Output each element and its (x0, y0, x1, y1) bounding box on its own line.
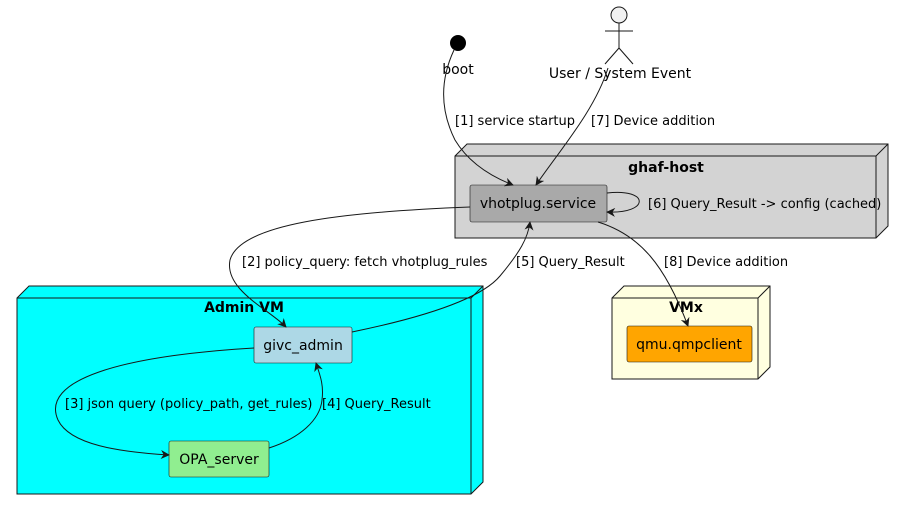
edge-8-label: [8] Device addition (664, 255, 788, 270)
admin-vm-title: Admin VM (204, 300, 284, 316)
edge-5-label: [5] Query_Result (516, 255, 625, 270)
edge-1-service-startup: [1] service startup (443, 49, 575, 187)
component-opa-server: OPA_server (168, 440, 270, 478)
component-vhotplug-service: vhotplug.service (469, 184, 608, 223)
edge-5-query-result: [5] Query_Result (351, 221, 625, 333)
edge-7-label: [7] Device addition (591, 114, 715, 129)
vmx-title: VMx (669, 300, 703, 316)
edge-2-policy-query: [2] policy_query: fetch vhotplug_rules (229, 206, 488, 328)
givc-admin-label: givc_admin (263, 338, 343, 354)
component-qmu-qmpclient: qmu.qmpclient (626, 325, 753, 363)
edge-7-device-addition: [7] Device addition (535, 67, 715, 186)
actor-stick-figure-icon (604, 6, 634, 65)
start-node-label: boot (442, 62, 474, 78)
edge-2-label: [2] policy_query: fetch vhotplug_rules (242, 255, 488, 270)
opa-server-label: OPA_server (179, 452, 259, 468)
vhotplug-service-label: vhotplug.service (480, 196, 596, 212)
start-node: boot (442, 35, 474, 78)
start-node-icon (450, 35, 466, 51)
edge-6-label: [6] Query_Result -> config (cached) (648, 197, 881, 212)
edge-4-label: [4] Query_Result (322, 397, 431, 412)
edge-3-label: [3] json query (policy_path, get_rules) (65, 397, 312, 412)
ghaf-host-title: ghaf-host (628, 160, 704, 176)
edge-1-label: [1] service startup (455, 114, 575, 129)
actor-user-system-event: User / System Event (549, 6, 692, 82)
edge-8-device-addition: [8] Device addition (597, 221, 788, 327)
edge-4-query-result: [4] Query_Result (268, 362, 431, 449)
edge-3-json-query: [3] json query (policy_path, get_rules) (55, 347, 312, 459)
node-admin-vm: Admin VM (16, 285, 484, 495)
qmu-qmpclient-label: qmu.qmpclient (636, 337, 742, 353)
actor-label: User / System Event (549, 66, 692, 82)
edge-6-self-loop: [6] Query_Result -> config (cached) (606, 191, 881, 217)
component-givc-admin: givc_admin (253, 326, 353, 364)
